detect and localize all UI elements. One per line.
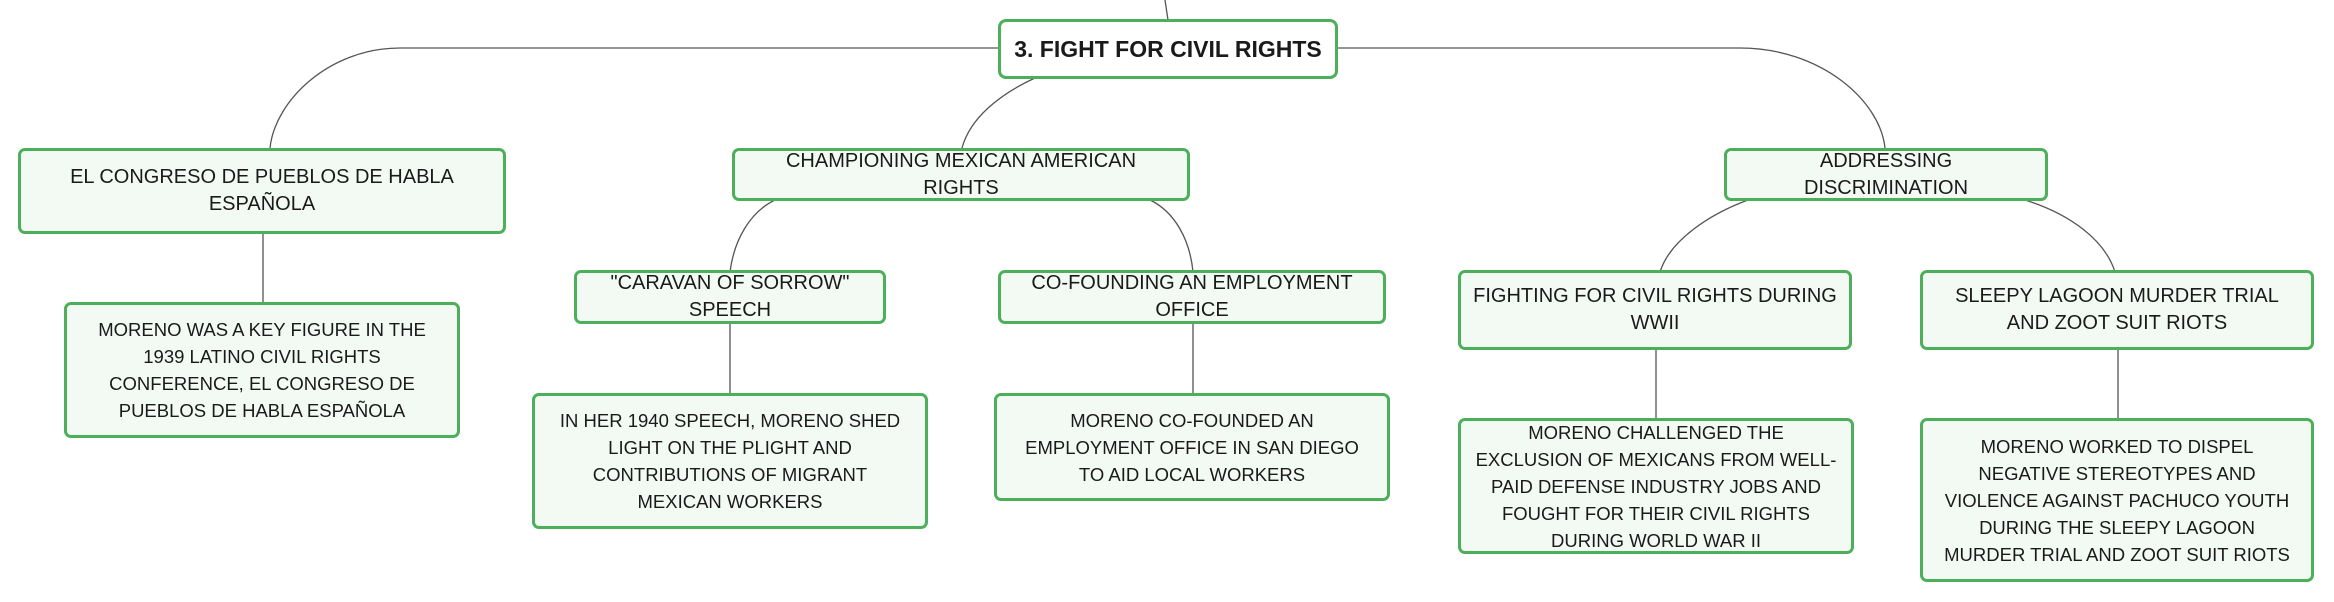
root-topic[interactable]: 3. Fight for Civil Rights <box>998 19 1338 79</box>
detail-caravan-speech-text: In her 1940 speech, Moreno shed light on… <box>559 410 901 512</box>
topic-championing-rights[interactable]: Championing Mexican American Rights <box>732 148 1190 201</box>
root-topic-label: 3. Fight for Civil Rights <box>1014 35 1322 62</box>
detail-sleepy-lagoon-text: Moreno worked to dispel negative stereot… <box>1944 435 2290 565</box>
detail-civil-rights-wwii-text: Moreno challenged the exclusion of Mexic… <box>1475 421 1837 551</box>
topic-civil-rights-wwii-label: Fighting for Civil Rights during WWII <box>1473 285 1837 334</box>
detail-caravan-speech[interactable]: In her 1940 speech, Moreno shed light on… <box>532 393 928 529</box>
connector-branch-2-child-2 <box>1149 199 1194 273</box>
topic-caravan-speech-label: "Caravan of Sorrow" Speech <box>610 272 850 321</box>
topic-el-congreso-label: El Congreso de Pueblos de Habla Española <box>70 166 454 215</box>
topic-el-congreso[interactable]: El Congreso de Pueblos de Habla Española <box>18 148 506 234</box>
detail-el-congreso[interactable]: Moreno was a key figure in the 1939 Lati… <box>64 302 460 438</box>
detail-sleepy-lagoon[interactable]: Moreno worked to dispel negative stereot… <box>1920 418 2314 582</box>
topic-addressing-discrimination-label: Addressing Discrimination <box>1803 149 1969 199</box>
topic-employment-office-label: Co-founding an Employment Office <box>1031 272 1353 321</box>
topic-civil-rights-wwii[interactable]: Fighting for Civil Rights during WWII <box>1458 270 1852 350</box>
connector-parent <box>1164 0 1169 21</box>
topic-championing-rights-label: Championing Mexican American Rights <box>785 149 1137 199</box>
detail-civil-rights-wwii[interactable]: Moreno challenged the exclusion of Mexic… <box>1458 418 1854 554</box>
connector-branch-2-child-1 <box>729 199 776 273</box>
connector-branch-3-child-1 <box>1659 199 1749 273</box>
connector-root-branch-1 <box>269 47 1000 149</box>
detail-employment-office[interactable]: Moreno co-founded an employment office i… <box>994 393 1390 501</box>
connector-root-branch-2 <box>961 77 1036 149</box>
topic-employment-office[interactable]: Co-founding an Employment Office <box>998 270 1386 324</box>
connector-root-branch-3 <box>1337 47 1886 149</box>
detail-employment-office-text: Moreno co-founded an employment office i… <box>1025 409 1359 485</box>
connector-branch-3-child-2 <box>2024 199 2116 273</box>
topic-addressing-discrimination[interactable]: Addressing Discrimination <box>1724 148 2048 201</box>
topic-sleepy-lagoon[interactable]: Sleepy Lagoon Murder Trial and Zoot Suit… <box>1920 270 2314 350</box>
topic-sleepy-lagoon-label: Sleepy Lagoon Murder Trial and Zoot Suit… <box>1955 285 2279 334</box>
detail-el-congreso-text: Moreno was a key figure in the 1939 Lati… <box>98 319 426 421</box>
topic-caravan-speech[interactable]: "Caravan of Sorrow" Speech <box>574 270 886 324</box>
